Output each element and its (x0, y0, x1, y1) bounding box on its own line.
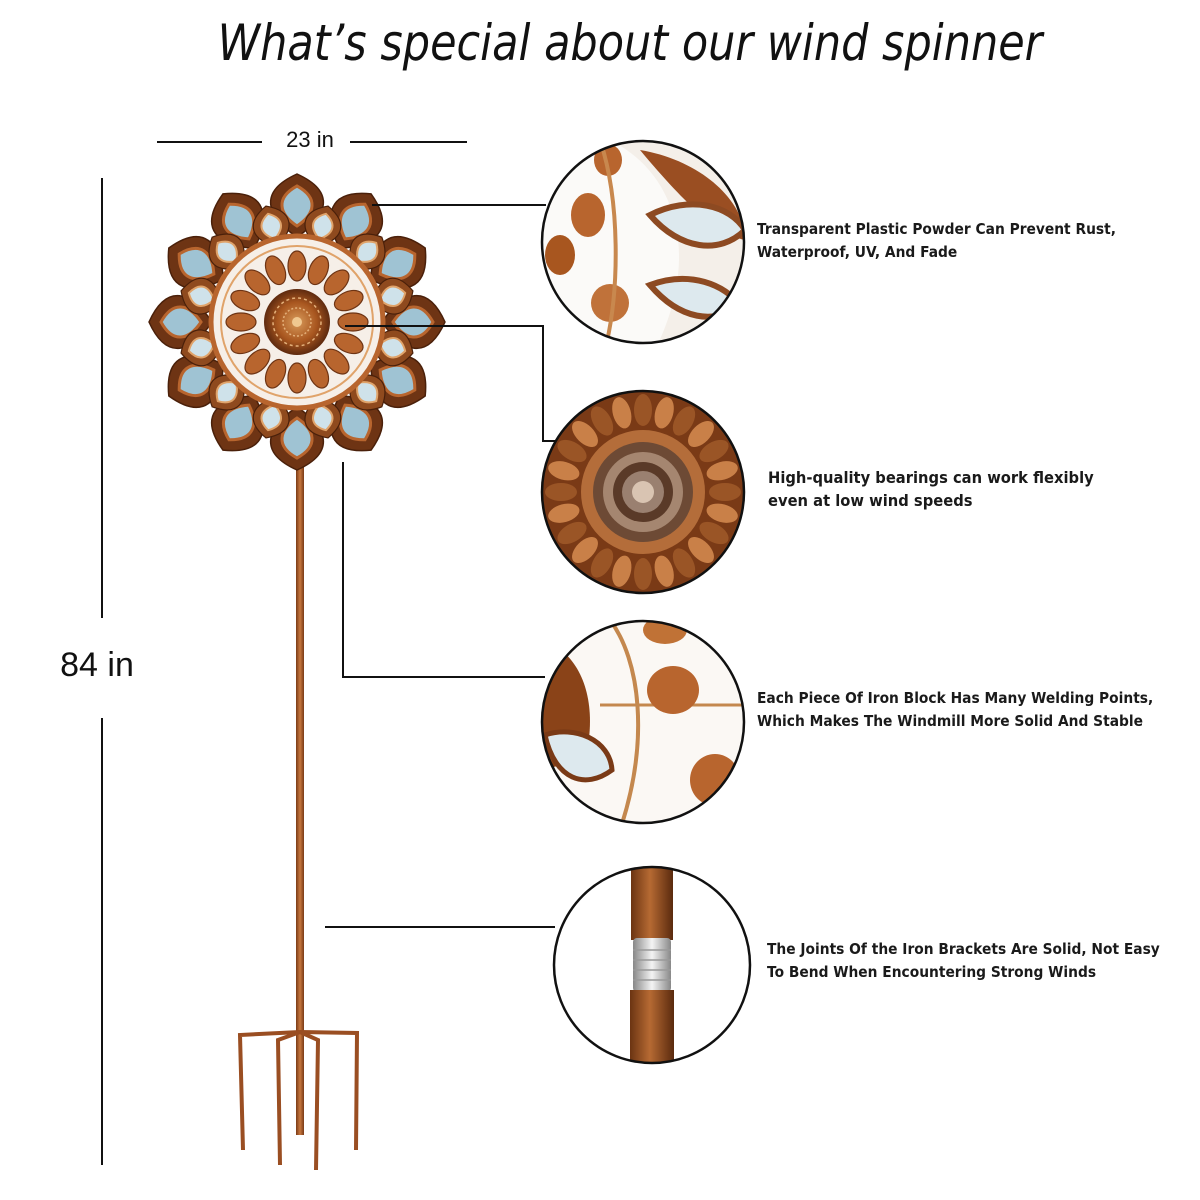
detail-circle-coating (542, 141, 744, 343)
feature-joint-text: The Joints Of the Iron Brackets Are Soli… (767, 938, 1163, 984)
feature-bearing-line1: High-quality bearings can work flexibly (768, 468, 1094, 487)
stake-base (237, 1030, 360, 1171)
feature-welding-text: Each Piece Of Iron Block Has Many Weldin… (757, 687, 1162, 733)
detail-circle-joint (554, 867, 750, 1063)
height-dimension-label: 84 in (60, 646, 134, 684)
feature-bearing-text: High-quality bearings can work flexibly … (768, 466, 1164, 512)
feature-coating-text: Transparent Plastic Powder Can Prevent R… (757, 218, 1162, 264)
spinner-flower (148, 173, 446, 471)
feature-coating-line1: Transparent Plastic Powder Can Prevent R… (757, 220, 1116, 238)
width-dimension-label: 23 in (286, 127, 334, 152)
feature-welding-line2: Which Makes The Windmill More Solid And … (757, 712, 1143, 730)
feature-coating-line2: Waterproof, UV, And Fade (757, 243, 958, 261)
feature-joint-line2: To Bend When Encountering Strong Winds (767, 963, 1097, 981)
detail-circle-bearing (542, 391, 744, 593)
callout-connectors (325, 204, 555, 928)
spinner-pole (296, 455, 304, 1135)
feature-joint-line1: The Joints Of the Iron Brackets Are Soli… (767, 940, 1160, 958)
feature-bearing-line2: even at low wind speeds (768, 491, 973, 510)
detail-circle-welding (542, 621, 744, 823)
page-title: What’s special about our wind spinner (217, 14, 1043, 72)
feature-welding-line1: Each Piece Of Iron Block Has Many Weldin… (757, 689, 1154, 707)
